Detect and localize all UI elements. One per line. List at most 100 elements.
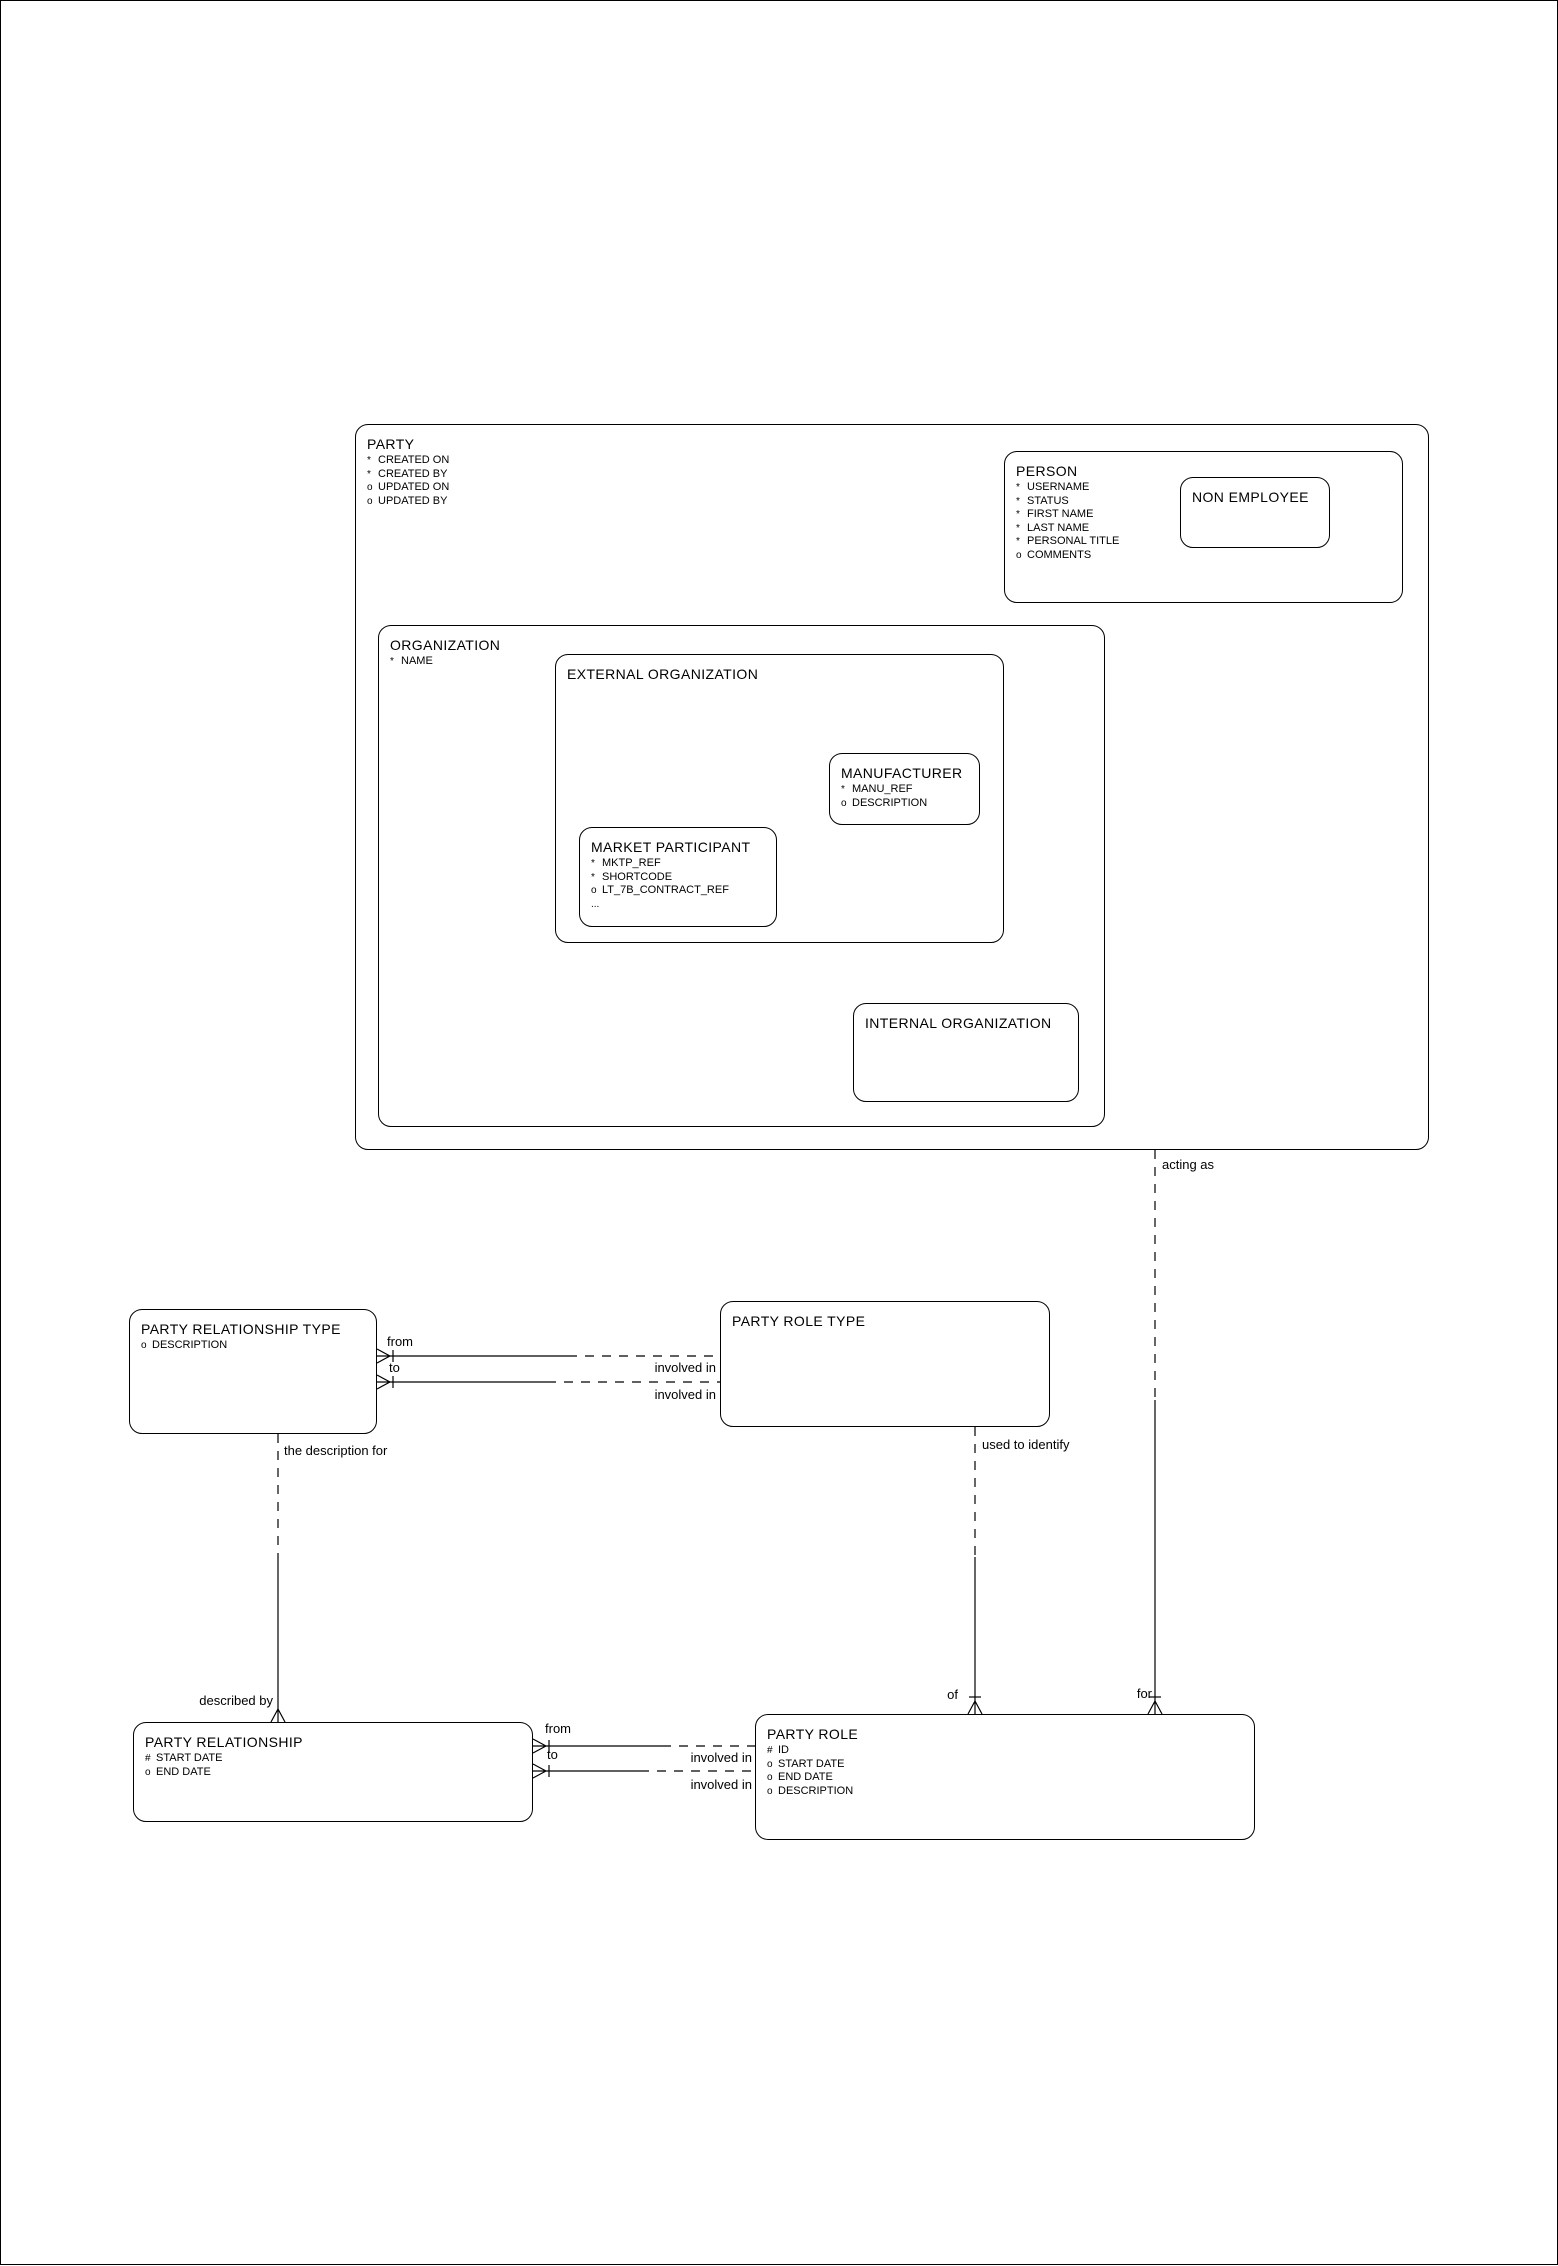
attribute-row: #START DATE — [145, 1752, 528, 1766]
attribute-row: o DESCRIPTION — [767, 1785, 1250, 1799]
attribute-row: ... — [591, 898, 772, 912]
attribute-name: CREATED BY — [378, 467, 448, 480]
entity-title: NON EMPLOYEE — [1192, 489, 1309, 505]
attribute-name: END DATE — [156, 1765, 211, 1778]
attribute-marker: o — [145, 1766, 151, 1778]
attribute-name: UPDATED BY — [378, 494, 448, 507]
attribute-name: PERSONAL TITLE — [1027, 535, 1120, 547]
relationship-from-line — [532, 1738, 757, 1754]
attribute-marker: * — [1016, 536, 1020, 547]
entity-title: PARTY ROLE TYPE — [732, 1313, 866, 1329]
entity-title: PARTY ROLE — [767, 1726, 859, 1742]
entity-title: MARKET PARTICIPANT — [591, 839, 751, 855]
attribute-row: o LT_7B_CONTRACT_REF — [591, 884, 772, 898]
relationship-used-to-identify-line — [967, 1427, 983, 1715]
relationship-label-type-involved-in-1: involved in — [654, 1360, 716, 1375]
relationship-to-line — [532, 1763, 757, 1779]
attribute-row: o START DATE — [767, 1758, 1250, 1772]
attribute-marker: o — [367, 482, 373, 493]
entity-attributes: * NAME — [390, 655, 1100, 669]
entity-party-relationship-type: PARTY RELATIONSHIP TYPE o DESCRIPTION — [129, 1309, 377, 1434]
attribute-row: * NAME — [390, 655, 1100, 669]
attribute-marker: o — [767, 1758, 773, 1770]
attribute-row: * USERNAME — [1016, 481, 1398, 495]
attribute-name: DESCRIPTION — [852, 796, 928, 809]
attribute-marker: o — [141, 1340, 147, 1351]
attribute-row: o END DATE — [145, 1766, 528, 1780]
relationship-description-for-line — [270, 1434, 286, 1723]
entity-title: EXTERNAL ORGANIZATION — [567, 666, 759, 682]
attribute-name: MKTP_REF — [602, 857, 661, 869]
attribute-marker: # — [145, 1753, 151, 1764]
attribute-row: *MANU_REF — [841, 783, 975, 797]
attribute-name: UPDATED ON — [378, 481, 450, 493]
attribute-marker: ... — [591, 898, 600, 910]
attribute-name: STATUS — [1027, 494, 1069, 507]
attribute-name: LAST NAME — [1027, 521, 1090, 534]
attribute-marker: o — [367, 495, 373, 507]
attribute-name: LT_7B_CONTRACT_REF — [602, 884, 729, 896]
entity-party-role-type: PARTY ROLE TYPE — [720, 1301, 1050, 1427]
attribute-row: #ID — [767, 1744, 1250, 1758]
relationship-label-rel-involved-in-1: involved in — [690, 1750, 752, 1765]
relationship-label-acting-as: acting as — [1162, 1157, 1215, 1172]
attribute-marker: * — [390, 656, 394, 667]
attribute-marker: * — [1016, 495, 1020, 507]
relationship-label-for: for — [1136, 1686, 1152, 1701]
attribute-marker: o — [767, 1772, 773, 1783]
attribute-name: FIRST NAME — [1027, 508, 1094, 520]
attribute-row: o UPDATED ON — [367, 481, 1424, 495]
attribute-marker: * — [1016, 482, 1020, 493]
entity-attributes: *USERNAME*STATUS*FIRST NAME*LAST NAME*PE… — [1016, 481, 1398, 562]
entity-attributes: o DESCRIPTION — [141, 1339, 372, 1353]
attribute-name: MANU_REF — [852, 783, 913, 795]
attribute-marker: o — [1016, 549, 1022, 561]
entity-title: PARTY — [367, 436, 415, 452]
attribute-marker: * — [367, 468, 371, 480]
attribute-marker: o — [767, 1785, 773, 1797]
entity-title: PARTY RELATIONSHIP — [145, 1734, 303, 1750]
attribute-row: * STATUS — [1016, 495, 1398, 509]
attribute-row: * PERSONAL TITLE — [1016, 535, 1398, 549]
attribute-marker: # — [767, 1745, 773, 1756]
relationship-label-rel-to: to — [547, 1747, 558, 1762]
attribute-marker: * — [367, 455, 371, 466]
attribute-name: NAME — [401, 655, 433, 667]
entity-title: INTERNAL ORGANIZATION — [865, 1015, 1052, 1031]
entity-title: PERSON — [1016, 463, 1078, 479]
relationship-label-type-to: to — [389, 1360, 400, 1375]
attribute-name: DESCRIPTION — [152, 1339, 228, 1351]
attribute-row: * CREATED BY — [367, 468, 1424, 482]
attribute-row: o DESCRIPTION — [141, 1339, 372, 1353]
relationship-label-rel-from: from — [545, 1721, 571, 1736]
entity-title: MANUFACTURER — [841, 765, 963, 781]
attribute-row: o END DATE — [767, 1771, 1250, 1785]
entity-title: PARTY RELATIONSHIP TYPE — [141, 1321, 341, 1337]
attribute-marker: * — [591, 858, 595, 869]
attribute-marker: o — [591, 885, 597, 896]
relationship-label-the-description-for: the description for — [284, 1443, 388, 1458]
relationship-acting-as-line — [1147, 1150, 1163, 1715]
attribute-row: o UPDATED BY — [367, 495, 1424, 509]
relationship-type-from-line — [376, 1348, 720, 1364]
attribute-name: START DATE — [778, 1757, 845, 1770]
attribute-row: * MKTP_REF — [591, 857, 772, 871]
entity-internal-organization: INTERNAL ORGANIZATION — [853, 1003, 1079, 1102]
relationship-type-to-line — [376, 1374, 720, 1390]
relationship-label-rel-involved-in-2: involved in — [690, 1777, 752, 1792]
attribute-row: *LAST NAME — [1016, 522, 1398, 536]
attribute-name: END DATE — [778, 1771, 833, 1783]
attribute-marker: * — [1016, 509, 1020, 520]
attribute-name: USERNAME — [1027, 481, 1090, 493]
attribute-name: DESCRIPTION — [778, 1784, 854, 1797]
attribute-row: * FIRST NAME — [1016, 508, 1398, 522]
